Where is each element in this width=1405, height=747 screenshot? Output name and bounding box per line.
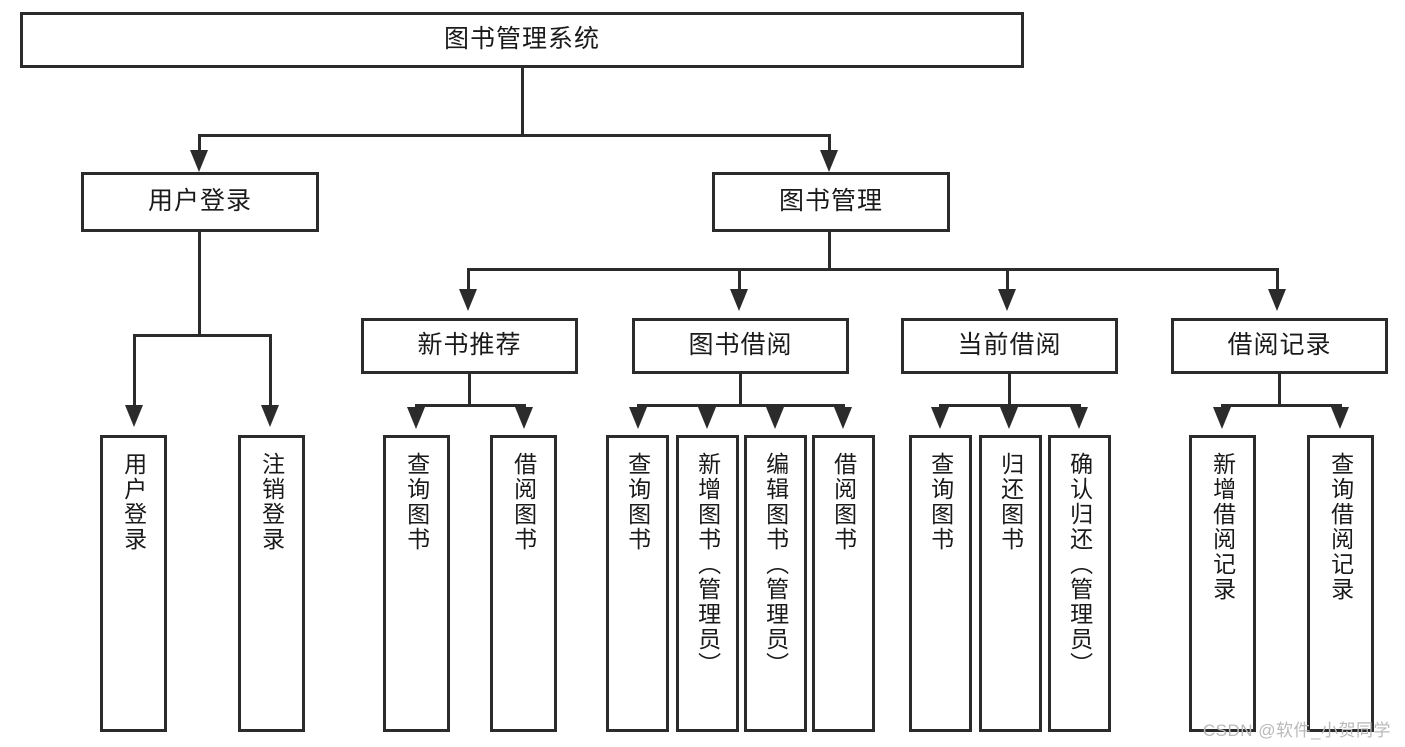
leaf-label: 借阅图书 — [510, 452, 537, 552]
leaf-label: 查询图书 — [403, 452, 430, 552]
edge-new-book-stem — [468, 374, 471, 406]
node-user-login[interactable]: 用户登录 — [81, 172, 319, 232]
edge-root-to-book-management — [828, 134, 831, 158]
edge-bm-to-borrow-book — [738, 268, 741, 296]
edge-root-stem — [521, 68, 524, 136]
arrowhead-root-to-user-login — [190, 150, 208, 172]
node-label: 借阅记录 — [1227, 331, 1332, 360]
node-new-book-recommendation[interactable]: 新书推荐 — [361, 318, 578, 374]
leaf-label: 编辑图书（管理员） — [762, 452, 789, 677]
edge-borrow-record-distributor — [1221, 404, 1339, 407]
node-borrow-record[interactable]: 借阅记录 — [1171, 318, 1388, 374]
node-book-management[interactable]: 图书管理 — [712, 172, 950, 232]
arrowhead-book-borrow-leaf-3 — [766, 407, 784, 429]
edge-new-book-distributor — [415, 404, 523, 407]
arrowhead-bm-new-book — [459, 289, 477, 311]
node-label: 图书管理 — [778, 187, 883, 216]
arrowhead-borrow-record-leaf-1 — [1213, 407, 1231, 429]
leaf-label: 用户登录 — [120, 452, 147, 552]
leaf-new-book-query-books[interactable]: 查询图书 — [383, 435, 450, 732]
edge-user-login-to-leaf-1 — [133, 334, 136, 412]
arrowhead-current-borrow-leaf-1 — [931, 407, 949, 429]
edge-book-management-distributor — [467, 268, 1279, 271]
leaf-current-borrow-query-books[interactable]: 查询图书 — [909, 435, 972, 732]
node-label: 用户登录 — [147, 187, 252, 216]
arrowhead-book-borrow-leaf-2 — [698, 407, 716, 429]
arrowhead-book-borrow-leaf-4 — [834, 407, 852, 429]
arrowhead-current-borrow-leaf-3 — [1070, 407, 1088, 429]
leaf-label: 新增借阅记录 — [1209, 452, 1236, 602]
node-book-borrow[interactable]: 图书借阅 — [632, 318, 849, 374]
edge-book-management-stem — [828, 232, 831, 270]
edge-borrow-record-stem — [1278, 374, 1281, 406]
leaf-book-borrow-query-books[interactable]: 查询图书 — [606, 435, 669, 732]
node-label: 图书管理系统 — [443, 25, 600, 54]
leaf-label: 查询借阅记录 — [1327, 452, 1354, 602]
leaf-book-borrow-edit-book-admin[interactable]: 编辑图书（管理员） — [744, 435, 807, 732]
leaf-user-login-logout[interactable]: 注销登录 — [238, 435, 305, 732]
arrowhead-current-borrow-leaf-2 — [1000, 407, 1018, 429]
node-label: 图书借阅 — [688, 331, 793, 360]
edge-user-login-stem — [198, 232, 201, 336]
leaf-label: 注销登录 — [258, 452, 285, 552]
arrowhead-user-login-leaf-1 — [125, 405, 143, 427]
edge-bm-to-new-book — [467, 268, 470, 296]
edge-root-to-user-login — [198, 134, 201, 158]
arrowhead-new-book-leaf-2 — [515, 407, 533, 429]
leaf-label: 借阅图书 — [830, 452, 857, 552]
edge-user-login-to-leaf-2 — [269, 334, 272, 412]
arrowhead-book-borrow-leaf-1 — [629, 407, 647, 429]
leaf-borrow-record-add-record[interactable]: 新增借阅记录 — [1189, 435, 1256, 732]
edge-book-borrow-stem — [739, 374, 742, 406]
node-label: 当前借阅 — [957, 331, 1062, 360]
leaf-current-borrow-return-books[interactable]: 归还图书 — [979, 435, 1042, 732]
leaf-label: 确认归还（管理员） — [1066, 452, 1093, 677]
arrowhead-root-to-book-management — [820, 150, 838, 172]
leaf-user-login-login[interactable]: 用户登录 — [100, 435, 167, 732]
node-root-book-management-system[interactable]: 图书管理系统 — [20, 12, 1024, 68]
node-label: 新书推荐 — [417, 331, 522, 360]
arrowhead-bm-borrow-book — [730, 289, 748, 311]
edge-current-borrow-stem — [1008, 374, 1011, 406]
leaf-label: 查询图书 — [927, 452, 954, 552]
edge-root-distributor — [198, 134, 831, 137]
arrowhead-user-login-leaf-2 — [261, 405, 279, 427]
edge-book-borrow-distributor — [637, 404, 845, 407]
edge-bm-to-borrow-record — [1276, 268, 1279, 296]
leaf-book-borrow-add-book-admin[interactable]: 新增图书（管理员） — [676, 435, 739, 732]
edge-user-login-distributor — [133, 334, 271, 337]
leaf-label: 归还图书 — [997, 452, 1024, 552]
arrowhead-bm-current-borrow — [998, 289, 1016, 311]
leaf-borrow-record-query-record[interactable]: 查询借阅记录 — [1307, 435, 1374, 732]
leaf-new-book-borrow-books[interactable]: 借阅图书 — [490, 435, 557, 732]
edge-bm-to-current-borrow — [1006, 268, 1009, 296]
leaf-current-borrow-confirm-return-admin[interactable]: 确认归还（管理员） — [1048, 435, 1111, 732]
arrowhead-new-book-leaf-1 — [407, 407, 425, 429]
leaf-book-borrow-borrow-books[interactable]: 借阅图书 — [812, 435, 875, 732]
leaf-label: 查询图书 — [624, 452, 651, 552]
node-current-borrow[interactable]: 当前借阅 — [901, 318, 1118, 374]
leaf-label: 新增图书（管理员） — [694, 452, 721, 677]
arrowhead-bm-borrow-record — [1268, 289, 1286, 311]
arrowhead-borrow-record-leaf-2 — [1331, 407, 1349, 429]
